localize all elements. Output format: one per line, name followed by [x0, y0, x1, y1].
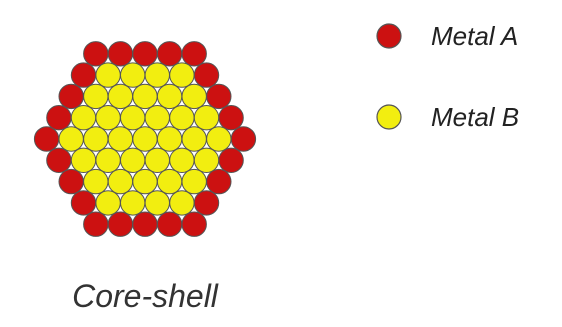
- shell-atom-metal-a: [83, 41, 109, 67]
- shell-atom-metal-a: [70, 190, 97, 216]
- shell-atom-metal-a: [132, 211, 158, 237]
- shell-atom-metal-a: [218, 105, 244, 131]
- core-atom-metal-b: [193, 105, 220, 131]
- core-atom-metal-b: [156, 168, 183, 195]
- shell-atom-metal-a: [107, 41, 134, 67]
- core-atom-metal-b: [169, 147, 195, 174]
- legend-swatch-metal-a: [376, 23, 402, 49]
- core-atom-metal-b: [83, 168, 109, 195]
- shell-atom-metal-a: [156, 41, 183, 67]
- shell-atom-metal-a: [206, 168, 232, 195]
- nanoparticle-cluster: [33, 41, 257, 237]
- core-atom-metal-b: [181, 83, 207, 110]
- core-atom-metal-b: [206, 126, 232, 152]
- shell-atom-metal-a: [218, 147, 244, 174]
- core-atom-metal-b: [120, 62, 146, 88]
- core-atom-metal-b: [144, 147, 171, 174]
- shell-atom-metal-a: [33, 126, 60, 152]
- core-atom-metal-b: [120, 105, 146, 131]
- shell-atom-metal-a: [181, 41, 207, 67]
- core-atom-metal-b: [132, 168, 158, 195]
- core-atom-metal-b: [193, 147, 220, 174]
- core-atom-metal-b: [107, 168, 134, 195]
- shell-atom-metal-a: [230, 126, 257, 152]
- core-atom-metal-b: [58, 126, 84, 152]
- shell-atom-metal-a: [107, 211, 134, 237]
- shell-atom-metal-a: [181, 211, 207, 237]
- core-atom-metal-b: [95, 190, 121, 216]
- core-atom-metal-b: [181, 168, 207, 195]
- core-atom-metal-b: [169, 105, 195, 131]
- legend-swatch-metal-b: [376, 104, 402, 130]
- core-atom-metal-b: [169, 62, 195, 88]
- shell-atom-metal-a: [58, 83, 84, 110]
- shell-atom-metal-a: [193, 190, 220, 216]
- shell-atom-metal-a: [156, 211, 183, 237]
- shell-atom-metal-a: [132, 41, 158, 67]
- shell-atom-metal-a: [193, 62, 220, 88]
- core-atom-metal-b: [144, 190, 171, 216]
- core-atom-metal-b: [83, 83, 109, 110]
- legend: Metal A Metal B: [376, 21, 519, 132]
- core-atom-metal-b: [83, 126, 109, 152]
- core-atom-metal-b: [107, 83, 134, 110]
- core-atom-metal-b: [95, 147, 121, 174]
- core-atom-metal-b: [95, 62, 121, 88]
- caption: Core-shell: [72, 278, 219, 314]
- legend-label-metal-b: Metal B: [431, 102, 519, 132]
- core-atom-metal-b: [144, 105, 171, 131]
- core-atom-metal-b: [144, 62, 171, 88]
- core-atom-metal-b: [169, 190, 195, 216]
- legend-label-metal-a: Metal A: [431, 21, 518, 51]
- shell-atom-metal-a: [46, 147, 72, 174]
- core-atom-metal-b: [107, 126, 134, 152]
- core-atom-metal-b: [70, 105, 97, 131]
- shell-atom-metal-a: [58, 168, 84, 195]
- core-atom-metal-b: [156, 83, 183, 110]
- core-atom-metal-b: [120, 190, 146, 216]
- shell-atom-metal-a: [83, 211, 109, 237]
- core-atom-metal-b: [181, 126, 207, 152]
- core-atom-metal-b: [132, 126, 158, 152]
- core-atom-metal-b: [132, 83, 158, 110]
- shell-atom-metal-a: [46, 105, 72, 131]
- core-atom-metal-b: [120, 147, 146, 174]
- shell-atom-metal-a: [206, 83, 232, 110]
- shell-atom-metal-a: [70, 62, 97, 88]
- core-atom-metal-b: [156, 126, 183, 152]
- core-atom-metal-b: [95, 105, 121, 131]
- core-atom-metal-b: [70, 147, 97, 174]
